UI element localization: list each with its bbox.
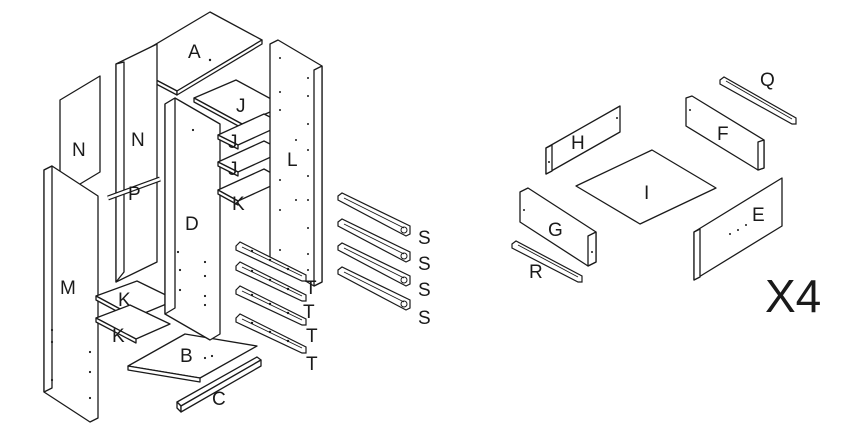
- label-t-4: T: [306, 354, 318, 375]
- label-j-3: J: [228, 159, 238, 180]
- slide-s-1: S: [337, 192, 431, 249]
- drawer-runner-q: Q: [719, 70, 797, 125]
- shelf-k-lower-2: K: [95, 304, 171, 347]
- label-r: R: [529, 262, 543, 283]
- slide-t-4: T: [235, 313, 318, 375]
- label-s-4: S: [418, 308, 431, 329]
- slide-s-3: S: [337, 242, 431, 301]
- label-b: B: [180, 346, 193, 367]
- drawer-side-g: G: [519, 187, 597, 267]
- label-a: A: [188, 42, 201, 63]
- label-m: M: [60, 278, 76, 299]
- label-h: H: [571, 133, 585, 154]
- label-t-3: T: [306, 326, 318, 347]
- label-t-1: T: [305, 278, 317, 299]
- slide-t-3: T: [235, 285, 318, 347]
- drawer-front-e: E: [693, 177, 783, 281]
- slide-s-4: S: [337, 266, 431, 329]
- slide-t-2: T: [235, 261, 315, 323]
- label-k-lower-2: K: [112, 326, 125, 347]
- drawer-bottom-i: I: [575, 149, 717, 225]
- label-g: G: [548, 220, 563, 241]
- panel-n-right: N: [115, 43, 158, 283]
- drawer-back-h: H: [545, 105, 621, 175]
- slide-s-2: S: [337, 218, 431, 275]
- label-n-right: N: [131, 130, 145, 151]
- rod-p: P: [107, 176, 161, 205]
- label-n-left: N: [72, 140, 86, 161]
- label-d: D: [185, 214, 199, 235]
- drawer-runner-r: R: [511, 240, 583, 283]
- panel-m: M: [43, 165, 99, 423]
- label-s-2: S: [418, 254, 431, 275]
- plinth-c: C: [176, 356, 262, 413]
- panel-d: D: [164, 97, 221, 341]
- panel-l: L: [269, 39, 323, 287]
- label-k-upper: K: [232, 194, 245, 215]
- label-l: L: [287, 150, 298, 171]
- label-e: E: [752, 205, 765, 226]
- label-p: P: [128, 184, 141, 205]
- panel-n-left: N: [59, 75, 101, 197]
- label-i: I: [644, 183, 649, 204]
- label-f: F: [717, 124, 729, 145]
- drawer-side-f: F: [685, 95, 765, 171]
- panel-b: B: [127, 333, 258, 383]
- label-j-2: J: [228, 132, 238, 153]
- label-t-2: T: [303, 302, 315, 323]
- quantity-multiplier: X4: [765, 270, 821, 322]
- label-c: C: [212, 389, 226, 410]
- label-j-1: J: [236, 96, 246, 117]
- label-q: Q: [760, 70, 775, 91]
- slide-t-1: T: [235, 241, 317, 299]
- label-s-1: S: [418, 228, 431, 249]
- label-s-3: S: [418, 280, 431, 301]
